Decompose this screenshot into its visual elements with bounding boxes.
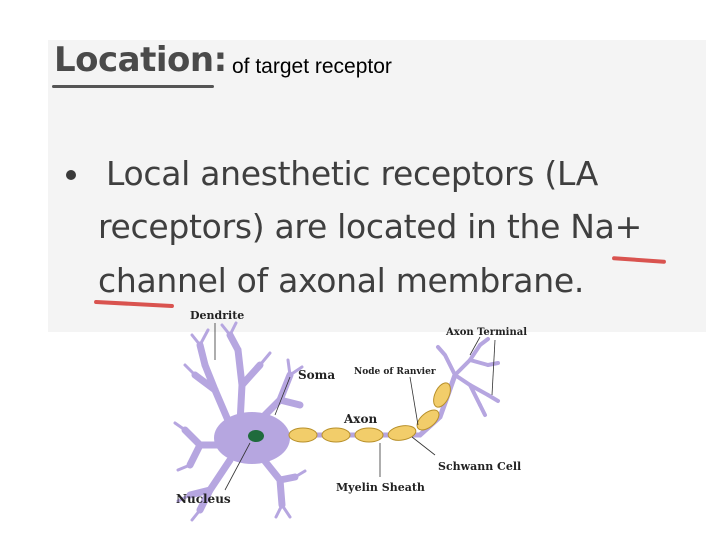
heading-underline (52, 85, 214, 88)
label-leaders (214, 323, 496, 491)
label-axon-terminal: Axon Terminal (445, 327, 527, 338)
location-heading: Location: (54, 40, 227, 80)
label-schwann-cell: Schwann Cell (438, 460, 521, 473)
myelin-segments (288, 382, 451, 443)
neuron-diagram: Dendrite Soma Node of Ranvier Axon Termi… (173, 309, 527, 522)
label-axon: Axon (343, 412, 377, 426)
label-soma: Soma (298, 368, 335, 382)
axon-terminal (436, 337, 500, 417)
label-nucleus: Nucleus (176, 492, 231, 506)
bullet-line-3: channel of axonal membrane. (98, 261, 585, 300)
screenshot-panel (48, 40, 706, 332)
label-node-of-ranvier: Node of Ranvier (354, 367, 436, 377)
bullet-line-2: receptors) are located in the Na+ (98, 207, 642, 246)
label-dendrite: Dendrite (190, 309, 244, 322)
title-suffix: of target receptor (232, 55, 392, 78)
label-myelin-sheath: Myelin Sheath (336, 481, 425, 494)
nucleus-shape (248, 430, 264, 442)
bullet-dot (66, 170, 76, 180)
bullet-line-1: Local anesthetic receptors (LA (106, 154, 599, 193)
dendrite-twigs (173, 321, 307, 522)
